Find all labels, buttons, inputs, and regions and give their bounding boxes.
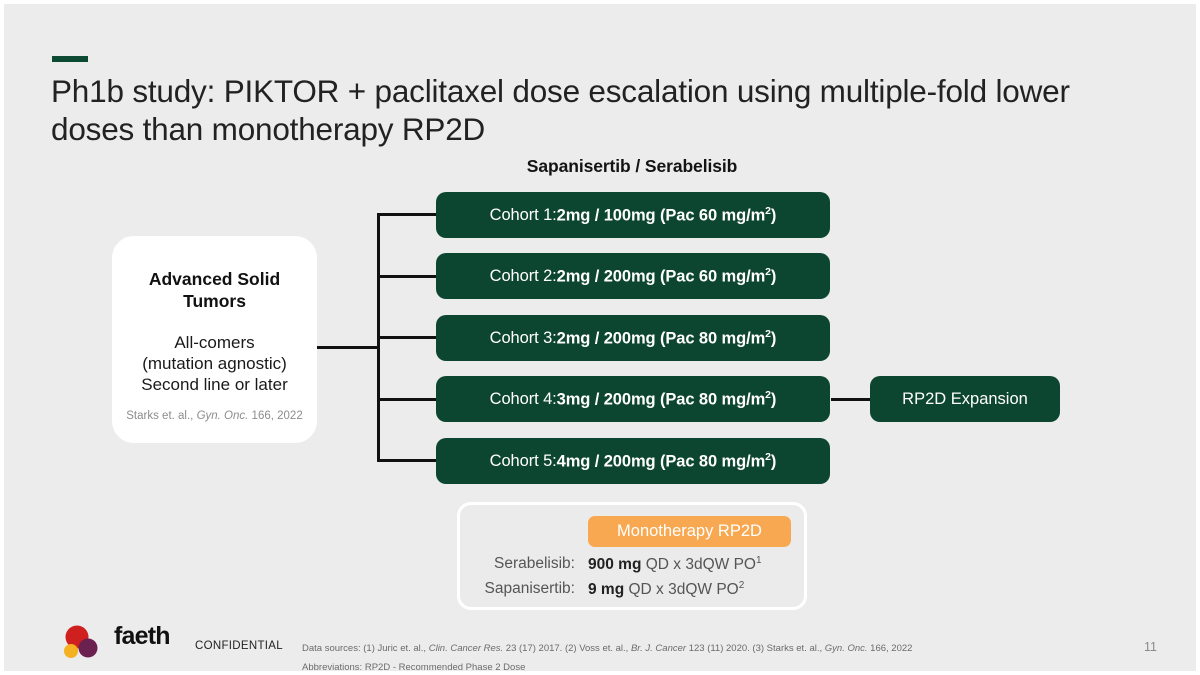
cohort-dose-3: 2mg / 200mg (Pac 80 mg/m2) [557,328,777,349]
connector-branch-2 [377,275,437,278]
cohort-label-2: Cohort 2: [489,266,557,285]
cohort-dose-5: 4mg / 200mg (Pac 80 mg/m2) [557,451,777,472]
slide-canvas: Ph1b study: PIKTOR + paclitaxel dose esc… [4,4,1196,671]
cohort-box-1: Cohort 1: 2mg / 100mg (Pac 60 mg/m2) [436,192,830,238]
population-citation: Starks et. al., Gyn. Onc. 166, 2022 [112,410,317,422]
sources-mid-1: 23 (17) 2017. (2) Voss et. al., [503,643,631,654]
cohort-dose-sup-5: 2 [765,450,771,463]
monotherapy-dose-value-2: 9 mg [588,581,625,599]
cohort-dose-1: 2mg / 100mg (Pac 60 mg/m2) [557,205,777,226]
footnotes: Data sources: (1) Juric et. al., Clin. C… [302,639,1002,671]
monotherapy-regimen-1: QD x 3dQW PO [641,556,756,574]
connector-branch-3 [377,336,437,339]
monotherapy-footnote-1: 1 [755,555,762,566]
monotherapy-dose-2: 9 mg QD x 3dQW PO2 [588,580,744,599]
source-journal-3: Gyn. Onc. [824,643,868,654]
cohort-label-4: Cohort 4: [489,389,557,408]
rp2d-expansion-box: RP2D Expansion [870,376,1060,422]
citation-volume: 166, 2022 [248,410,303,422]
connector-rp2d [831,398,871,401]
monotherapy-drug-2: Sapanisertib: [484,580,575,597]
cohort-box-5: Cohort 5: 4mg / 200mg (Pac 80 mg/m2) [436,438,830,484]
cohort-dose-sup-3: 2 [765,327,771,340]
citation-journal: Gyn. Onc. [196,410,249,422]
page-number: 11 [1144,640,1157,654]
footnote-sources: Data sources: (1) Juric et. al., Clin. C… [302,639,1002,658]
cohort-dose-end-5: ) [770,452,777,471]
cohort-dose-text-5: 4mg / 200mg (Pac 80 mg/m [556,452,766,471]
connector-branch-1 [377,213,437,216]
cohort-label-1: Cohort 1: [489,205,557,224]
monotherapy-rp2d-panel: Monotherapy RP2D Serabelisib: 900 mg QD … [457,502,807,610]
faeth-logo-icon [60,624,160,660]
cohort-dose-sup-1: 2 [765,204,771,217]
cohort-dose-end-1: ) [770,206,777,225]
monotherapy-badge: Monotherapy RP2D [588,516,791,547]
cohort-dose-sup-4: 2 [765,388,771,401]
cohort-dose-2: 2mg / 200mg (Pac 60 mg/m2) [557,266,777,287]
population-line-3: Second line or later [141,375,288,394]
monotherapy-drug-1: Serabelisib: [494,555,575,572]
treatment-arm-label: Sapanisertib / Serabelisib [526,156,738,176]
faeth-logo-wordmark: faeth [114,622,171,650]
cohort-dose-text-1: 2mg / 100mg (Pac 60 mg/m [556,206,766,225]
monotherapy-row-serabelisib: Serabelisib: 900 mg QD x 3dQW PO1 [460,555,804,574]
cohort-dose-text-2: 2mg / 200mg (Pac 60 mg/m [556,267,766,286]
population-criteria: All-comers (mutation agnostic) Second li… [112,332,317,395]
rp2d-expansion-label: RP2D Expansion [902,389,1028,408]
cohort-box-3: Cohort 3: 2mg / 200mg (Pac 80 mg/m2) [436,315,830,361]
cohort-dose-text-4: 3mg / 200mg (Pac 80 mg/m [556,390,766,409]
monotherapy-dose-1: 900 mg QD x 3dQW PO1 [588,555,762,574]
sources-end: 166, 2022 [867,643,913,654]
source-journal-1: Clin. Cancer Res. [428,643,504,654]
source-journal-2: Br. J. Cancer [630,643,687,654]
accent-dash [52,56,88,62]
cohort-box-2: Cohort 2: 2mg / 200mg (Pac 60 mg/m2) [436,253,830,299]
sources-prefix: Data sources: (1) Juric et. al., [302,643,429,654]
cohort-label-3: Cohort 3: [489,328,557,347]
monotherapy-row-sapanisertib: Sapanisertib: 9 mg QD x 3dQW PO2 [460,580,804,599]
cohort-dose-4: 3mg / 200mg (Pac 80 mg/m2) [557,389,777,410]
cohort-dose-end-2: ) [770,267,777,286]
cohort-label-5: Cohort 5: [489,451,557,470]
page-title: Ph1b study: PIKTOR + paclitaxel dose esc… [51,73,1070,147]
cohort-dose-sup-2: 2 [765,265,771,278]
connector-branch-4 [377,398,437,401]
connector-stem [317,346,379,349]
connector-branch-5 [377,459,437,462]
cohort-dose-end-3: ) [770,329,777,348]
population-title: Advanced Solid Tumors [148,269,281,311]
monotherapy-dose-value-1: 900 mg [588,556,642,574]
sources-mid-2: 123 (11) 2020. (3) Starks et. al., [686,643,825,654]
cohort-box-4: Cohort 4: 3mg / 200mg (Pac 80 mg/m2) [436,376,830,422]
population-line-1: All-comers [174,333,255,352]
confidential-label: CONFIDENTIAL [195,640,283,652]
monotherapy-footnote-2: 2 [738,580,745,591]
monotherapy-badge-label: Monotherapy RP2D [617,522,762,540]
cohort-dose-end-4: ) [770,390,777,409]
population-line-2: (mutation agnostic) [142,354,287,373]
citation-author: Starks et. al., [126,410,197,422]
population-card: Advanced Solid Tumors All-comers (mutati… [112,236,317,443]
monotherapy-regimen-2: QD x 3dQW PO [624,581,739,599]
footnote-abbreviations: Abbreviations: RP2D - Recommended Phase … [302,662,526,671]
cohort-dose-text-3: 2mg / 200mg (Pac 80 mg/m [556,329,766,348]
